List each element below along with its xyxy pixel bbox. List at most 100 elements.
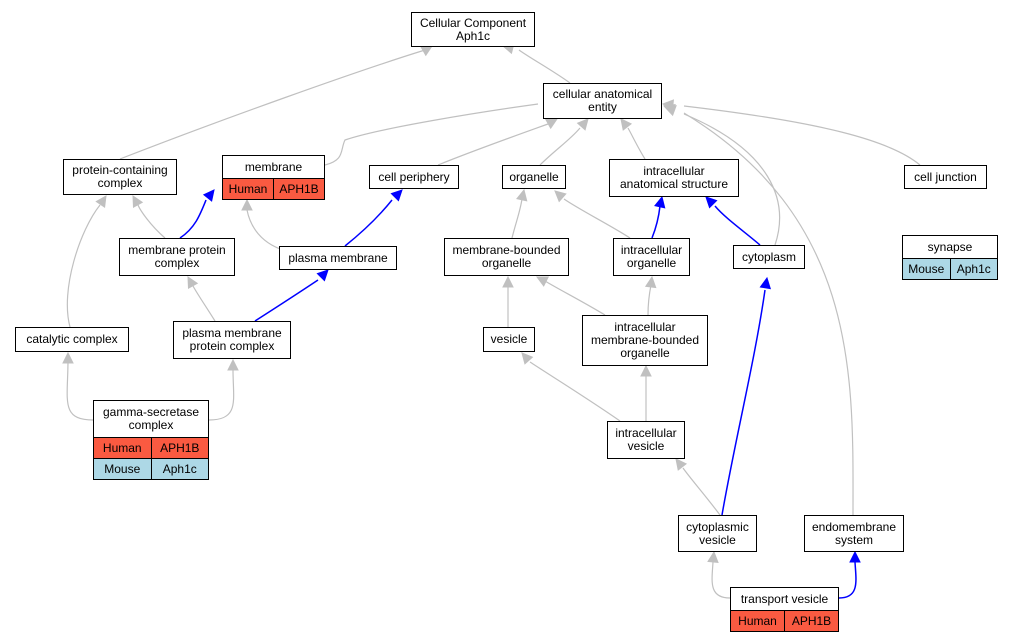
node-label-line: complex [97,176,143,190]
node-label-line: intracellular [643,164,705,178]
gene-cell: APH1B [784,611,838,631]
edge-io-to-ias [651,195,666,239]
node-label-line: transport vesicle [740,591,829,606]
edge-ias-to-cae [620,118,646,160]
species-cell: Human [94,438,151,458]
edge-imbo-to-io [644,275,657,316]
node-label-line: Aph1c [455,28,491,43]
species-cell: Mouse [903,259,950,279]
node-cell-periphery[interactable]: cell periphery [369,165,459,189]
edge-pm-to-cellper [344,189,403,247]
edge-pcc-to-root [119,45,433,160]
node-label-line: protein complex [189,339,275,353]
node-intracellular-anatomical-structure[interactable]: intracellular anatomical structure [609,159,739,197]
node-label-line: anatomical structure [619,177,729,191]
gene-cell: Aph1c [949,259,997,279]
edge-cv-to-iv [675,458,721,516]
node-organelle[interactable]: organelle [502,165,566,189]
node-cellular-anatomical-entity[interactable]: cellular anatomical entity [543,83,662,119]
annotation-row-mouse: Mouse Aph1c [903,258,997,279]
node-membrane[interactable]: membrane Human APH1B [222,155,325,200]
node-label-line: cell junction [914,169,977,184]
node-label-line: entity [588,100,617,114]
node-label-line: synapse [927,239,973,254]
node-label-line: intracellular [620,243,683,257]
node-intracellular-vesicle[interactable]: intracellular vesicle [607,421,685,459]
node-label-line: membrane [244,159,303,174]
edge-mbo-to-organelle [511,188,528,239]
node-cytoplasm[interactable]: cytoplasm [733,245,805,269]
edge-membrane-to-cae [324,97,558,166]
edge-mpc-to-pcc [132,195,166,239]
edge-iv-to-vesicle [521,352,621,422]
node-label-line: vesicle [699,532,736,547]
node-label-line: cytoplasm [741,249,797,264]
edge-cae-to-root [501,42,571,84]
edge-iv-to-imbo [640,364,652,421]
node-label-line: vesicle [627,439,665,453]
node-label-line: membrane-bounded [452,243,561,257]
node-label-line: cytoplasmic [686,519,749,534]
node-intracellular-organelle[interactable]: intracellular organelle [613,238,690,276]
node-synapse[interactable]: synapse Mouse Aph1c [902,235,998,280]
edge-celljunction-to-cae [661,99,921,166]
node-label-line: organelle [509,169,559,184]
node-membrane-bounded-organelle[interactable]: membrane-bounded organelle [444,238,569,276]
node-catalytic-complex[interactable]: catalytic complex [15,327,129,352]
annotation-row-mouse: Mouse Aph1c [94,458,208,479]
gene-cell: APH1B [273,179,324,199]
edge-imbo-to-mbo [536,276,606,316]
node-label-line: organelle [481,256,532,270]
node-label-line: intracellular [614,320,676,334]
node-label-line: organelle [626,256,677,270]
species-cell: Human [731,611,784,631]
node-label-line: endomembrane [811,519,897,534]
node-cellular-component-root[interactable]: Cellular Component Aph1c [411,12,535,47]
edge-gsc-to-catalytic [62,351,94,421]
node-protein-containing-complex[interactable]: protein-containing complex [63,159,177,195]
node-label-line: organelle [620,346,670,360]
species-cell: Human [223,179,273,199]
node-label-line: vesicle [490,332,528,346]
node-label-line: catalytic complex [26,332,118,346]
edge-tv-to-es [838,550,861,599]
node-label-line: gamma-secretase [102,405,200,419]
node-membrane-protein-complex[interactable]: membrane protein complex [119,238,235,276]
node-label-line: protein-containing [72,163,168,177]
edge-io-to-organelle [554,190,631,239]
annotation-row-human: Human APH1B [94,437,208,458]
edge-cytoplasm-to-ias [705,196,761,246]
node-label-line: system [834,532,873,547]
edge-cellper-to-cae [437,118,558,166]
edge-tv-to-cv [707,550,731,599]
species-cell: Mouse [94,459,151,479]
node-cell-junction[interactable]: cell junction [904,165,987,189]
annotation-row-human: Human APH1B [731,610,838,631]
edge-mpc-to-membrane [179,189,215,239]
edge-cv-to-cytoplasm [721,276,772,516]
node-label-line: cell periphery [378,169,450,184]
node-vesicle[interactable]: vesicle [483,327,535,352]
gene-cell: Aph1c [150,459,208,479]
node-label-line: complex [154,256,200,270]
node-plasma-membrane[interactable]: plasma membrane [279,246,397,270]
annotation-row-human: Human APH1B [223,178,324,199]
node-gamma-secretase-complex[interactable]: gamma-secretase complex Human APH1B Mous… [93,400,209,480]
edge-organelle-to-cae [539,118,589,166]
node-label-line: Cellular Component [419,15,527,30]
edge-vesicle-to-mbo [502,275,514,327]
node-intracellular-membrane-bounded-organelle[interactable]: intracellular membrane-bounded organelle [582,315,708,366]
node-cytoplasmic-vesicle[interactable]: cytoplasmic vesicle [678,515,757,552]
node-label-line: complex [128,418,174,432]
node-label-line: intracellular [615,426,677,440]
node-transport-vesicle[interactable]: transport vesicle Human APH1B [730,587,839,632]
node-label-line: cellular anatomical [552,87,653,101]
node-endomembrane-system[interactable]: endomembrane system [804,515,904,552]
node-plasma-membrane-protein-complex[interactable]: plasma membrane protein complex [173,321,291,359]
edge-pmpc-to-pm [254,269,329,322]
node-label-line: plasma membrane [288,250,388,265]
node-label-line: membrane protein [128,243,226,257]
node-label-line: plasma membrane [182,326,282,340]
gene-cell: APH1B [150,438,208,458]
